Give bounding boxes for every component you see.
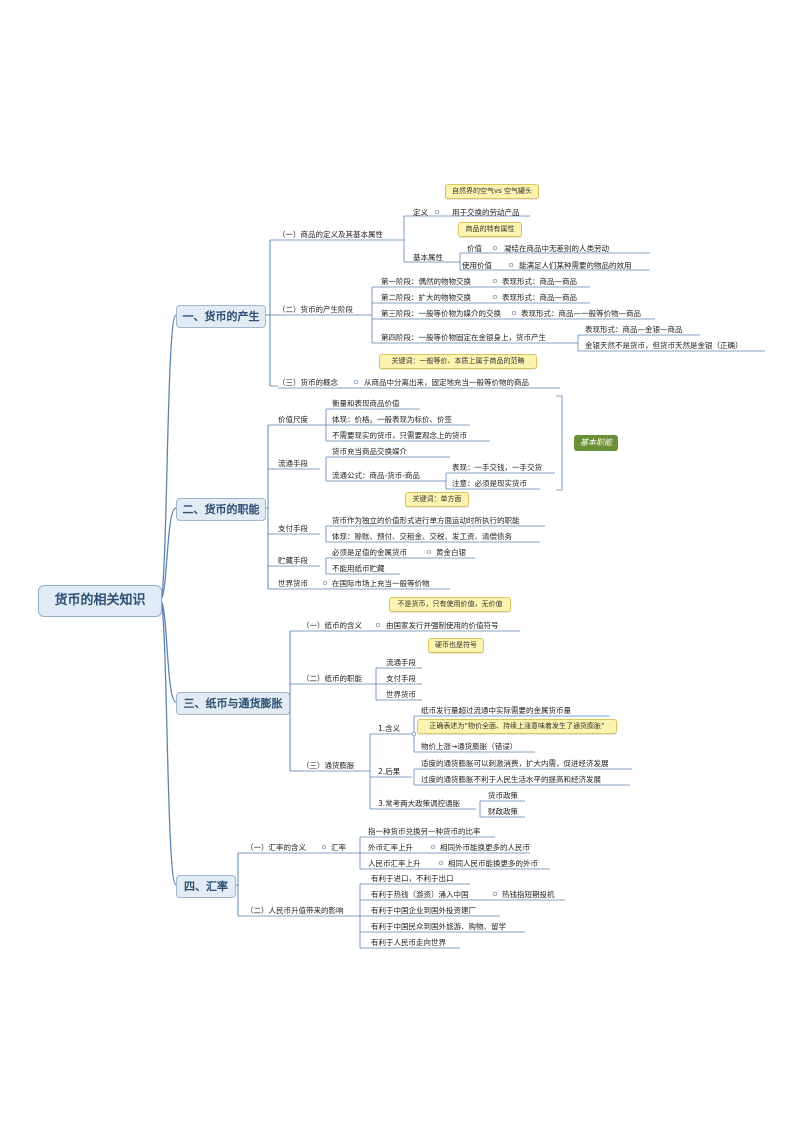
s4-rate-2: 外币汇率上升: [368, 843, 413, 852]
s1-stage4-form: 表现形式：商品—金银—商品: [585, 325, 683, 334]
s3-meaning-text: 由国家发行并强制使用的价值符号: [386, 621, 499, 630]
s1-concept-note: 关键词：一般等价、本质上属于商品的范畴: [379, 354, 537, 369]
s1-commodity-node: （一）商品的定义及其基本属性: [278, 230, 383, 239]
s2-circulation-node: 流通手段: [278, 459, 308, 468]
s1-def-label: 定义: [413, 208, 428, 217]
s3-functions-node: （二）纸币的职能: [302, 674, 362, 683]
root-node[interactable]: 货币的相关知识: [38, 585, 162, 617]
s2-payment-note: 关键词：单方面: [405, 492, 469, 507]
s1-attr-label: 基本属性: [413, 253, 443, 262]
s2-world-1: 在国际市场上充当一般等价物: [332, 579, 430, 588]
s1-stage4-gold: 金银天然不是货币，但货币天然是金银（正确）: [585, 341, 743, 350]
s3-coin-note: 硬币也是符号: [428, 638, 484, 653]
s2-storage-node: 贮藏手段: [278, 556, 308, 565]
s3-inflation-note: 正确表述为“物价全面、持续上涨意味着发生了通货膨胀”: [417, 719, 617, 734]
branch-paper-money[interactable]: 三、纸币与通货膨胀: [176, 692, 290, 715]
s4-rate-3v: 相同人民币能换更多的外币: [448, 859, 538, 868]
branch-functions[interactable]: 二、货币的职能: [176, 498, 266, 521]
s2-world-node: 世界货币: [278, 579, 308, 588]
s1-stage2: 第二阶段：扩大的物物交换: [381, 293, 471, 302]
s1-concept-text: 从商品中分离出来，固定地充当一般等价物的商品: [364, 378, 529, 387]
s1-stage4: 第四阶段：一般等价物固定在金银身上，货币产生: [381, 333, 546, 342]
s3-inflation-policy: 3.常考两大政策调控通胀: [378, 799, 461, 808]
s3-meaning-node: （一）纸币的含义: [302, 621, 362, 630]
s2-measure-1: 衡量和表现商品价值: [332, 399, 400, 408]
s2-storage-1a: 黄金白银: [436, 548, 466, 557]
s1-stage2-form: 表现形式：商品—商品: [502, 293, 577, 302]
s3-function-3: 世界货币: [386, 690, 416, 699]
s2-measure-2: 体现：价格。一般表现为标价、价签: [332, 415, 452, 424]
s1-value-text: 凝结在商品中无差别的人类劳动: [504, 244, 609, 253]
s1-def-note: 自然界的空气vs 空气罐头: [445, 184, 539, 199]
s1-stage1: 第一阶段：偶然的物物交换: [381, 277, 471, 286]
s3-function-2: 支付手段: [386, 674, 416, 683]
s1-value-label: 价值: [467, 244, 482, 253]
s3-inflation-result: 2.后果: [378, 767, 401, 776]
branch-exchange-rate[interactable]: 四、汇率: [176, 875, 236, 898]
s1-stage1-form: 表现形式：商品—商品: [502, 277, 577, 286]
s1-stage3-form: 表现形式：商品—一般等价物—商品: [521, 309, 641, 318]
s2-circulation-2a: 表现：一手交钱，一手交货: [452, 463, 542, 472]
s4-impact-5: 有利于人民币走向世界: [371, 938, 446, 947]
s2-circulation-1: 货币充当商品交换媒介: [332, 447, 407, 456]
s1-concept-node: （三）货币的概念: [278, 378, 338, 387]
s1-use-text: 能满足人们某种需要的物品的效用: [519, 261, 632, 270]
s2-measure-node: 价值尺度: [278, 415, 308, 424]
s1-attr-note: 商品的特有属性: [458, 222, 522, 237]
s4-rate-1: 指一种货币兑换另一种货币的比率: [368, 827, 481, 836]
s3-inflation-result-a: 适度的通货膨胀可以刺激消费，扩大内需，促进经济发展: [421, 759, 609, 768]
s3-inflation-node: （三）通货膨胀: [302, 761, 355, 770]
s4-impact-1: 有利于进口，不利于出口: [371, 874, 454, 883]
s4-impact-node: （二）人民币升值带来的影响: [246, 906, 344, 915]
s4-impact-3: 有利于中国企业到国外投资建厂: [371, 906, 476, 915]
s1-use-label: 使用价值: [462, 261, 492, 270]
s1-stages-node: （二）货币的产生阶段: [278, 305, 353, 314]
s4-rate-3: 人民币汇率上升: [368, 859, 421, 868]
branch-origin[interactable]: 一、货币的产生: [176, 305, 266, 328]
s1-stage3: 第三阶段：一般等价物为媒介的交换: [381, 309, 501, 318]
s1-def-value: 用于交换的劳动产品: [452, 208, 520, 217]
s3-inflation-policy-a: 货币政策: [488, 791, 518, 800]
s3-inflation-result-b: 过度的通货膨胀不利于人民生活水平的提高和经济发展: [421, 775, 601, 784]
s4-impact-4: 有利于中国民众到国外旅游、购物、留学: [371, 922, 506, 931]
s3-function-1: 流通手段: [386, 658, 416, 667]
s2-payment-1: 货币作为独立的价值形式进行单方面运动时所执行的职能: [332, 516, 520, 525]
s4-meaning-node: （一）汇率的含义: [246, 843, 306, 852]
s3-meaning-note: 不是货币，只有使用价值，无价值: [389, 597, 511, 612]
s2-circulation-2b: 注意：必须是现实货币: [452, 479, 527, 488]
s2-circulation-2: 流通公式：商品-货币-商品: [332, 471, 420, 480]
basic-functions-tag: 基本职能: [574, 435, 618, 451]
s4-rate-label: 汇率: [331, 843, 346, 852]
s2-storage-2: 不能用纸币贮藏: [332, 564, 385, 573]
s3-inflation-meaning-b: 物价上涨→通货膨胀（错误）: [421, 742, 518, 751]
s3-inflation-policy-b: 财政政策: [488, 807, 518, 816]
s4-rate-2v: 相同外币能换更多的人民币: [440, 843, 530, 852]
s3-inflation-meaning: 1.含义: [378, 724, 401, 733]
s2-storage-1: 必须是足值的金属货币: [332, 548, 407, 557]
s4-impact-2: 有利于热钱（游资）涌入中国: [371, 890, 469, 899]
s4-impact-2v: 热钱指短期投机: [502, 890, 555, 899]
s2-measure-3: 不需要现实的货币，只需要观念上的货币: [332, 431, 467, 440]
s3-inflation-meaning-a: 纸币发行量超过流通中实际需要的金属货币量: [421, 706, 571, 715]
s2-payment-node: 支付手段: [278, 524, 308, 533]
s2-payment-2: 体现：赊账、预付、交租金、交税、发工资、清偿债务: [332, 532, 512, 541]
